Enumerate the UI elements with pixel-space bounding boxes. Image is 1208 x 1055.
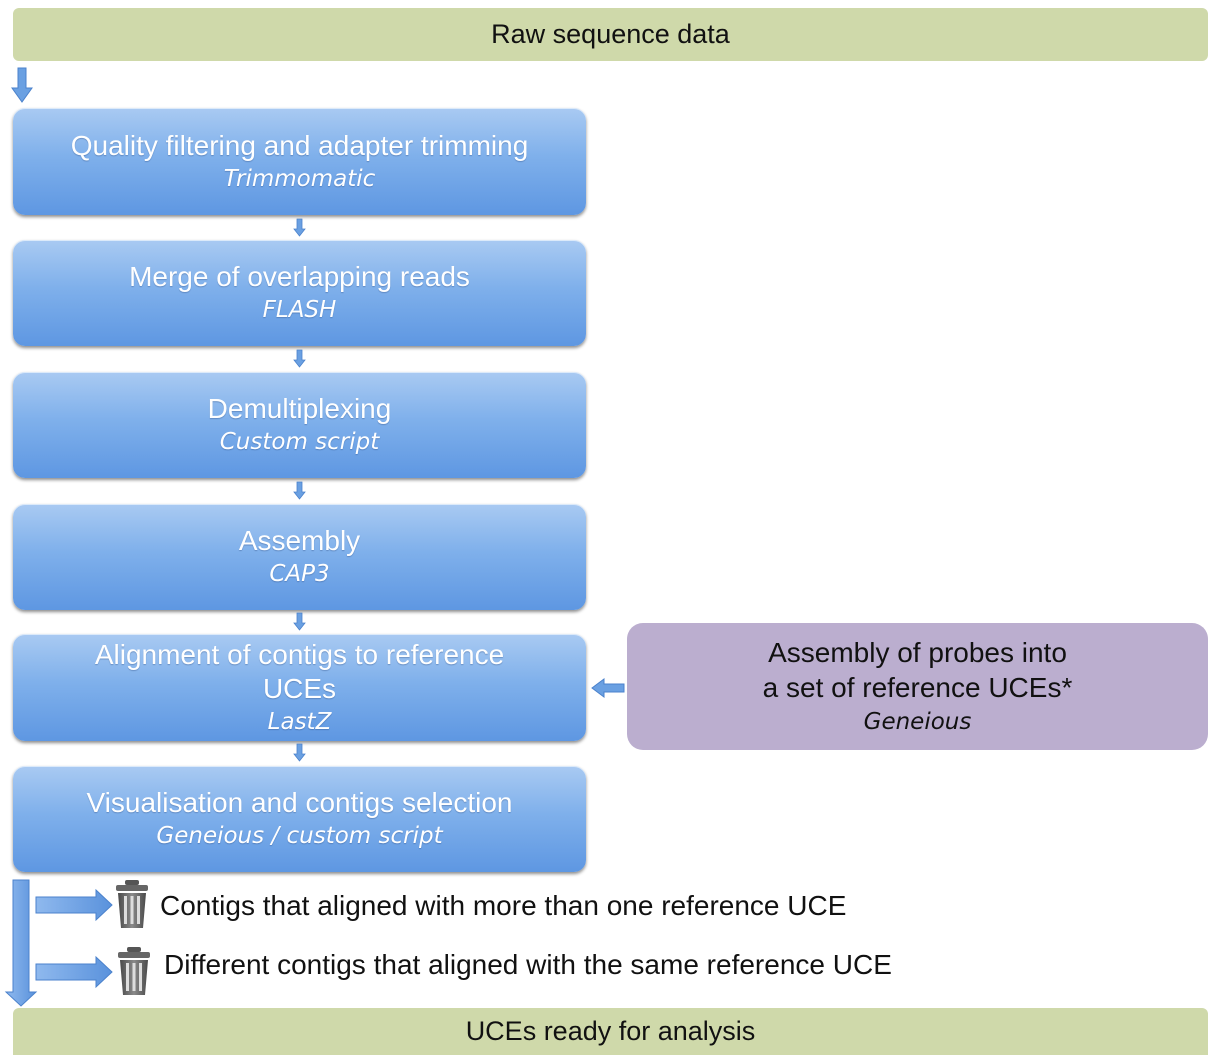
long-down-arrow-icon: [4, 879, 38, 1007]
step-visualisation: Visualisation and contigs selection Gene…: [13, 766, 586, 872]
side-line1: Assembly of probes into: [768, 636, 1067, 668]
step-tool: Trimmomatic: [223, 165, 376, 192]
down-arrow-icon: [11, 67, 33, 103]
step-title: Visualisation and contigs selection: [86, 787, 513, 818]
left-arrow-icon: [591, 678, 625, 698]
uces-ready-label: UCEs ready for analysis: [465, 1016, 756, 1046]
step-tool: Geneious / custom script: [156, 823, 443, 849]
step-alignment: Alignment of contigs to reference UCEs L…: [13, 634, 586, 741]
side-tool: Geneious: [863, 708, 972, 735]
trash-icon: [118, 947, 150, 995]
discard-note: Contigs that aligned with more than one …: [160, 890, 847, 921]
step-title-line1: Alignment of contigs to reference: [94, 638, 505, 670]
step-assembly: Assembly CAP3: [13, 504, 586, 610]
step-tool: FLASH: [262, 297, 337, 323]
step-demultiplexing: Demultiplexing Custom script: [13, 372, 586, 478]
right-arrow-icon: [35, 955, 113, 989]
step-quality-filtering: Quality filtering and adapter trimming T…: [13, 108, 586, 215]
discard-note: Different contigs that aligned with the …: [164, 949, 892, 980]
uces-ready-band: UCEs ready for analysis: [13, 1008, 1208, 1055]
right-arrow-icon: [35, 888, 113, 922]
reference-uce-box: Assembly of probes into a set of referen…: [627, 623, 1208, 750]
step-connector-arrows: [293, 218, 306, 762]
step-tool: LastZ: [267, 708, 332, 735]
step-title: Quality filtering and adapter trimming: [70, 129, 529, 161]
side-line2: a set of reference UCEs*: [762, 671, 1073, 703]
step-tool: Custom script: [219, 429, 380, 455]
step-title: Demultiplexing: [207, 393, 392, 424]
trash-icon: [116, 880, 148, 928]
raw-sequence-data-band: Raw sequence data: [13, 8, 1208, 61]
step-title: Merge of overlapping reads: [129, 261, 470, 292]
raw-sequence-data-label: Raw sequence data: [491, 19, 730, 49]
step-title: Assembly: [238, 525, 361, 556]
step-title-line2: UCEs: [262, 672, 337, 704]
step-merge-reads: Merge of overlapping reads FLASH: [13, 240, 586, 346]
step-tool: CAP3: [269, 561, 330, 587]
